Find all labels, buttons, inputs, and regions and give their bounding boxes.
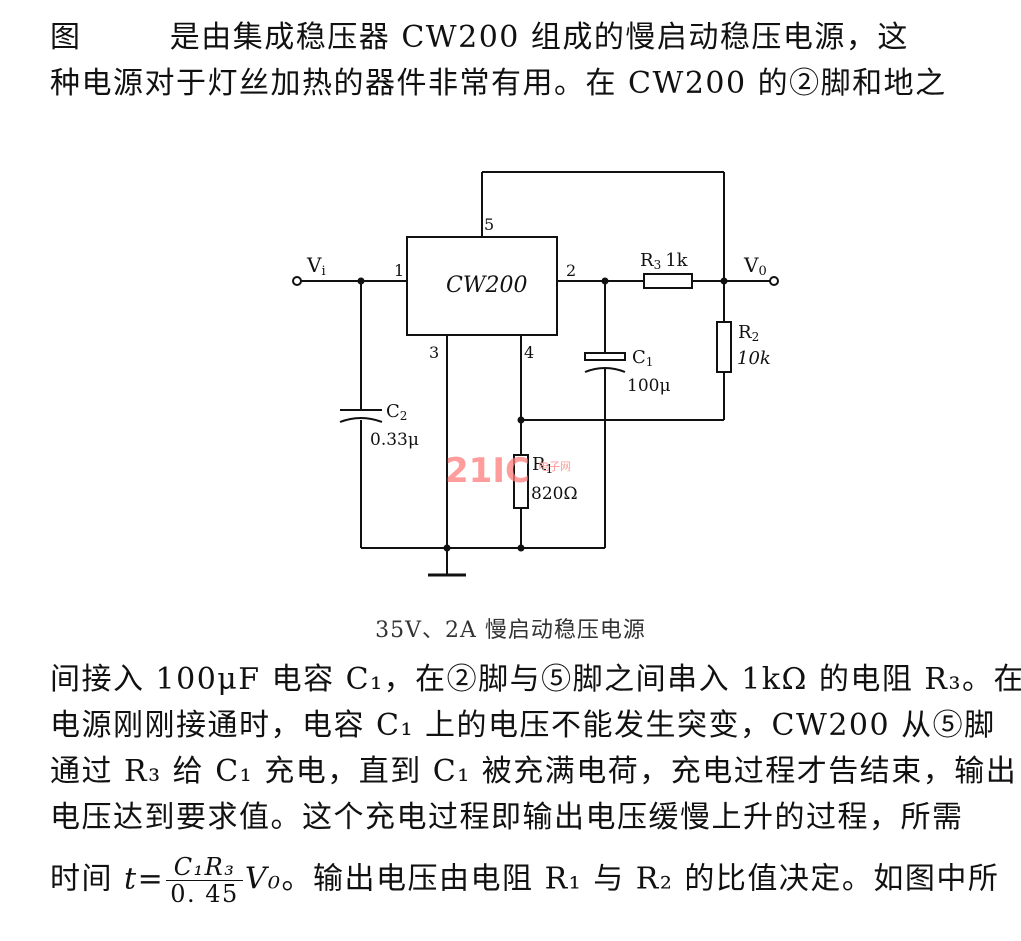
vin-terminal [292,276,302,286]
figure-caption: 35V、2A 慢启动稳压电源 [375,618,646,643]
vout-label: V0 [743,253,767,279]
c2-label: C2 [386,401,407,423]
vout-terminal [769,276,779,286]
text-line-4: 电源刚刚接通时，电容 C₁ 上的电压不能发生突变，CW200 从⑤脚 [50,708,996,743]
text-line-5: 通过 R₃ 给 C₁ 充电，直到 C₁ 被充满电荷，充电过程才告结束，输出 [50,754,1018,789]
line7-prefix: 时间 [50,861,125,897]
text-line-6: 电压达到要求值。这个充电过程即输出电压缓慢上升的过程，所需 [50,800,964,835]
pin-5-label: 5 [484,215,494,234]
pin-1-label: 1 [394,261,404,280]
text-line-2: 种电源对于灯丝加热的器件非常有用。在 CW200 的②脚和地之 [50,66,947,101]
r2-value: 10k [737,348,771,369]
r1-value: 820Ω [531,484,578,504]
r3-resistor [643,273,693,289]
var-t: t [124,861,138,897]
r2-label: R2 [738,322,759,344]
r2-resistor [716,321,732,373]
var-v0: V₀ [244,861,282,897]
pin-4-label: 4 [524,343,534,362]
watermark-sub: 电子网 [538,460,571,473]
pin-2-label: 2 [566,261,576,280]
r1-label: R1 [532,454,553,476]
formula-numerator: C₁R₃ [166,854,243,881]
equals-sign: = [137,861,165,897]
vin-label: Vi [306,253,326,279]
text-line-3: 间接入 100μF 电容 C₁，在②脚与⑤脚之间串入 1kΩ 的电阻 R₃。在 [50,662,1021,697]
line7-suffix: 。输出电压由电阻 R₁ 与 R₂ 的比值决定。如图中所 [281,861,1000,897]
c1-label: C1 [632,347,653,369]
c2-plate-bottom [339,417,383,423]
c2-value: 0.33μ [370,430,419,450]
chip-label: CW200 [446,273,527,298]
text-line-1: 图 是由集成稳压器 CW200 组成的慢启动稳压电源，这 [50,20,909,55]
c1-plate-top [584,352,626,361]
c1-value: 100μ [627,376,671,396]
formula-denominator: 0. 45 [170,880,239,908]
pin-3-label: 3 [429,343,439,362]
watermark-logo: 21IC [445,451,530,491]
